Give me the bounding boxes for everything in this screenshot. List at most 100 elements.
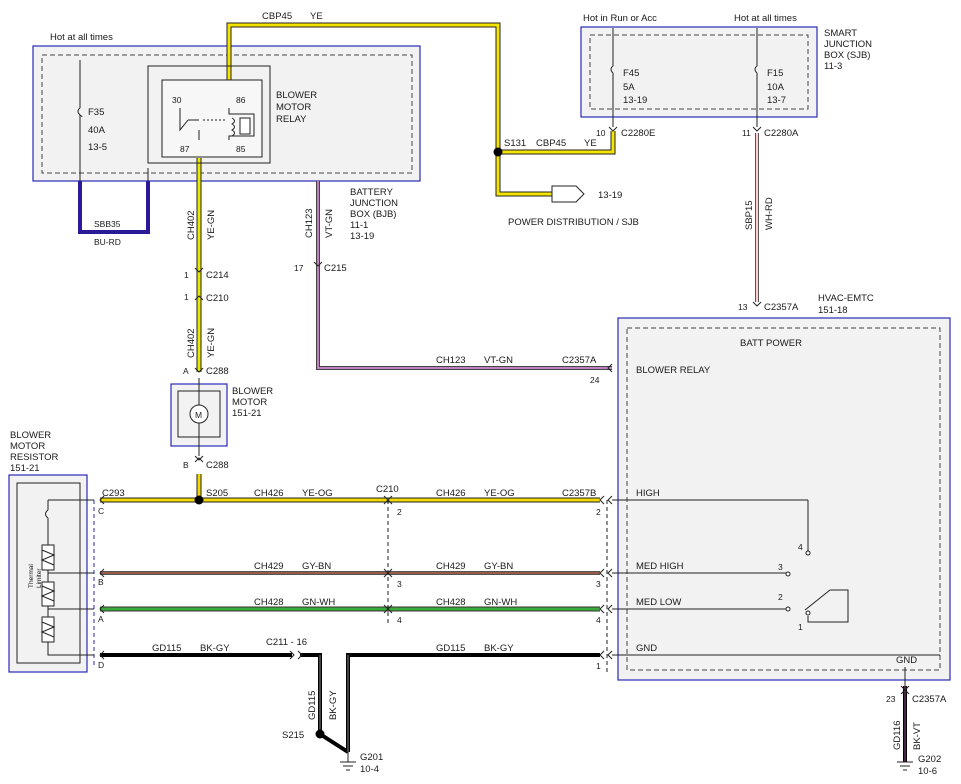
splice-s215 [315,729,325,739]
wire-gd115-v-color: BK-GY [328,690,339,720]
wire-ch426 [100,474,600,502]
wire-ch426-l-circuit: CH426 [254,488,284,499]
c288b-pin: B [183,460,189,470]
relay-pin-87: 87 [180,144,190,154]
ground-g202-label: G202 [918,754,941,765]
splice-s131-label: S131 [504,138,526,149]
ground-g202-icon [897,761,913,771]
c210-pin-2: 2 [397,507,402,517]
relay-title-1: BLOWER [276,90,317,101]
blower-relay-label: BLOWER RELAY [636,365,711,376]
sjb-label-4: 11-3 [824,61,842,72]
c288a-pin: A [183,366,189,376]
wire-gd116-color: BK-VT [912,722,923,750]
wire-ch429-r-circuit: CH429 [436,561,466,572]
wire-ch402-a-color: YE-GN [206,210,217,240]
hot-at-all-times-right: Hot at all times [734,13,797,24]
fuse-f45-rating: 5A [623,82,635,93]
splice-s205 [194,495,204,505]
power-distribution-label: POWER DISTRIBUTION / SJB [508,217,639,228]
switch-pos-3: 3 [778,562,783,572]
wire-sbb35-color: BU-RD [94,237,121,247]
wire-ch402-a-circuit: CH402 [186,210,197,240]
ground-g202-ref: 10-6 [918,766,937,777]
relay-title-3: RELAY [276,114,307,125]
blower-motor-relay [147,65,271,164]
fuse-f15-ref: 13-7 [767,95,786,106]
blower-motor-label-2: MOTOR [232,397,267,408]
c210-pin-4: 4 [397,615,402,625]
c210-top-pin: 1 [184,292,189,302]
hvac-label-2: 151-18 [818,305,848,316]
motor-symbol-letter: M [195,410,202,420]
c2357b-label: C2357B [562,488,596,499]
hvac-emtc-module [617,317,951,681]
ground-g201-icon [340,752,356,771]
fuse-f45-ref: 13-19 [623,95,647,106]
splice-s215-label: S215 [282,730,304,741]
fuse-f15 [754,65,758,74]
thermal-limiter [45,509,49,519]
wire-cbp45-top [227,23,552,196]
high-label: HIGH [636,488,660,499]
wire-gd115 [100,653,600,754]
bjb-label-5: 13-19 [350,231,374,242]
resistor-pin-d: D [98,660,104,670]
c2357b-pin-2: 2 [596,507,601,517]
sjb-label-1: SMART [824,28,857,39]
switch-pos-2: 2 [778,592,783,602]
wire-ch426-l-color: YE-OG [302,488,333,499]
c293-pin: C [98,506,104,516]
wire-cbp45-top-color: YE [310,11,323,22]
wire-ch428-r-circuit: CH428 [436,597,466,608]
bjb-label-1: BATTERY [350,187,394,198]
wire-sbp15-circuit: SBP15 [744,200,755,230]
resistor-label-1: BLOWER [10,430,51,441]
med-low-label: MED LOW [636,597,681,608]
resistor-label-4: 151-21 [10,463,40,474]
splice-s131 [493,147,503,157]
wire-gd115-v-circuit: GD115 [307,691,318,720]
wire-sbp15-color: WH-RD [764,197,775,230]
bjb-label-4: 11-1 [350,220,368,231]
med-high-label: MED HIGH [636,561,684,572]
blower-motor-label-3: 151-21 [232,408,262,419]
fuse-f45 [610,65,614,74]
wire-ch426-r-circuit: CH426 [436,488,466,499]
c214-pin: 1 [184,270,189,280]
fuse-f15-rating: 10A [767,82,785,93]
wire-ch402-b-circuit: CH402 [186,328,197,358]
smart-junction-box [580,26,818,118]
wire-sbb35-circuit: SBB35 [94,219,121,229]
c2357b-pin-4: 4 [596,615,601,625]
resistor-pin-b: B [98,577,104,587]
wire-ch429-l-color: GY-BN [302,561,331,572]
c211-label: C211 - 16 [266,637,307,648]
wire-ch426-r-color: YE-OG [484,488,515,499]
c210-mid-label: C210 [376,484,399,495]
switch-pos-4: 4 [798,542,803,552]
c2357a-13-pin: 13 [738,302,748,312]
resistor-label-2: MOTOR [10,441,45,452]
fuse-f35-rating: 40A [88,125,106,136]
gnd-label: GND [636,643,657,654]
wire-ch429-r-color: GY-BN [484,561,513,572]
switch-pos-1: 1 [798,622,803,632]
sjb-label-2: JUNCTION [824,39,872,50]
relay-pin-85: 85 [236,144,246,154]
c2357a-23-label: C2357A [912,694,947,705]
c2357a-24-pin: 24 [590,375,600,385]
wire-ch123-h-color: VT-GN [484,355,513,366]
c2357a-23-pin: 23 [886,694,896,704]
relay-pin-86: 86 [236,95,246,105]
c2280a-label: C2280A [764,128,799,139]
wire-ch123-h-circuit: CH123 [436,355,466,366]
resistor-label-3: RESISTOR [10,452,59,463]
c2280e-pin: 10 [596,128,606,138]
relay-coil [239,117,251,135]
wire-cbp45-mid [498,131,615,154]
c293-label: C293 [102,488,125,499]
speed-switch [804,589,849,623]
c2357a-24-label: C2357A [562,355,597,366]
